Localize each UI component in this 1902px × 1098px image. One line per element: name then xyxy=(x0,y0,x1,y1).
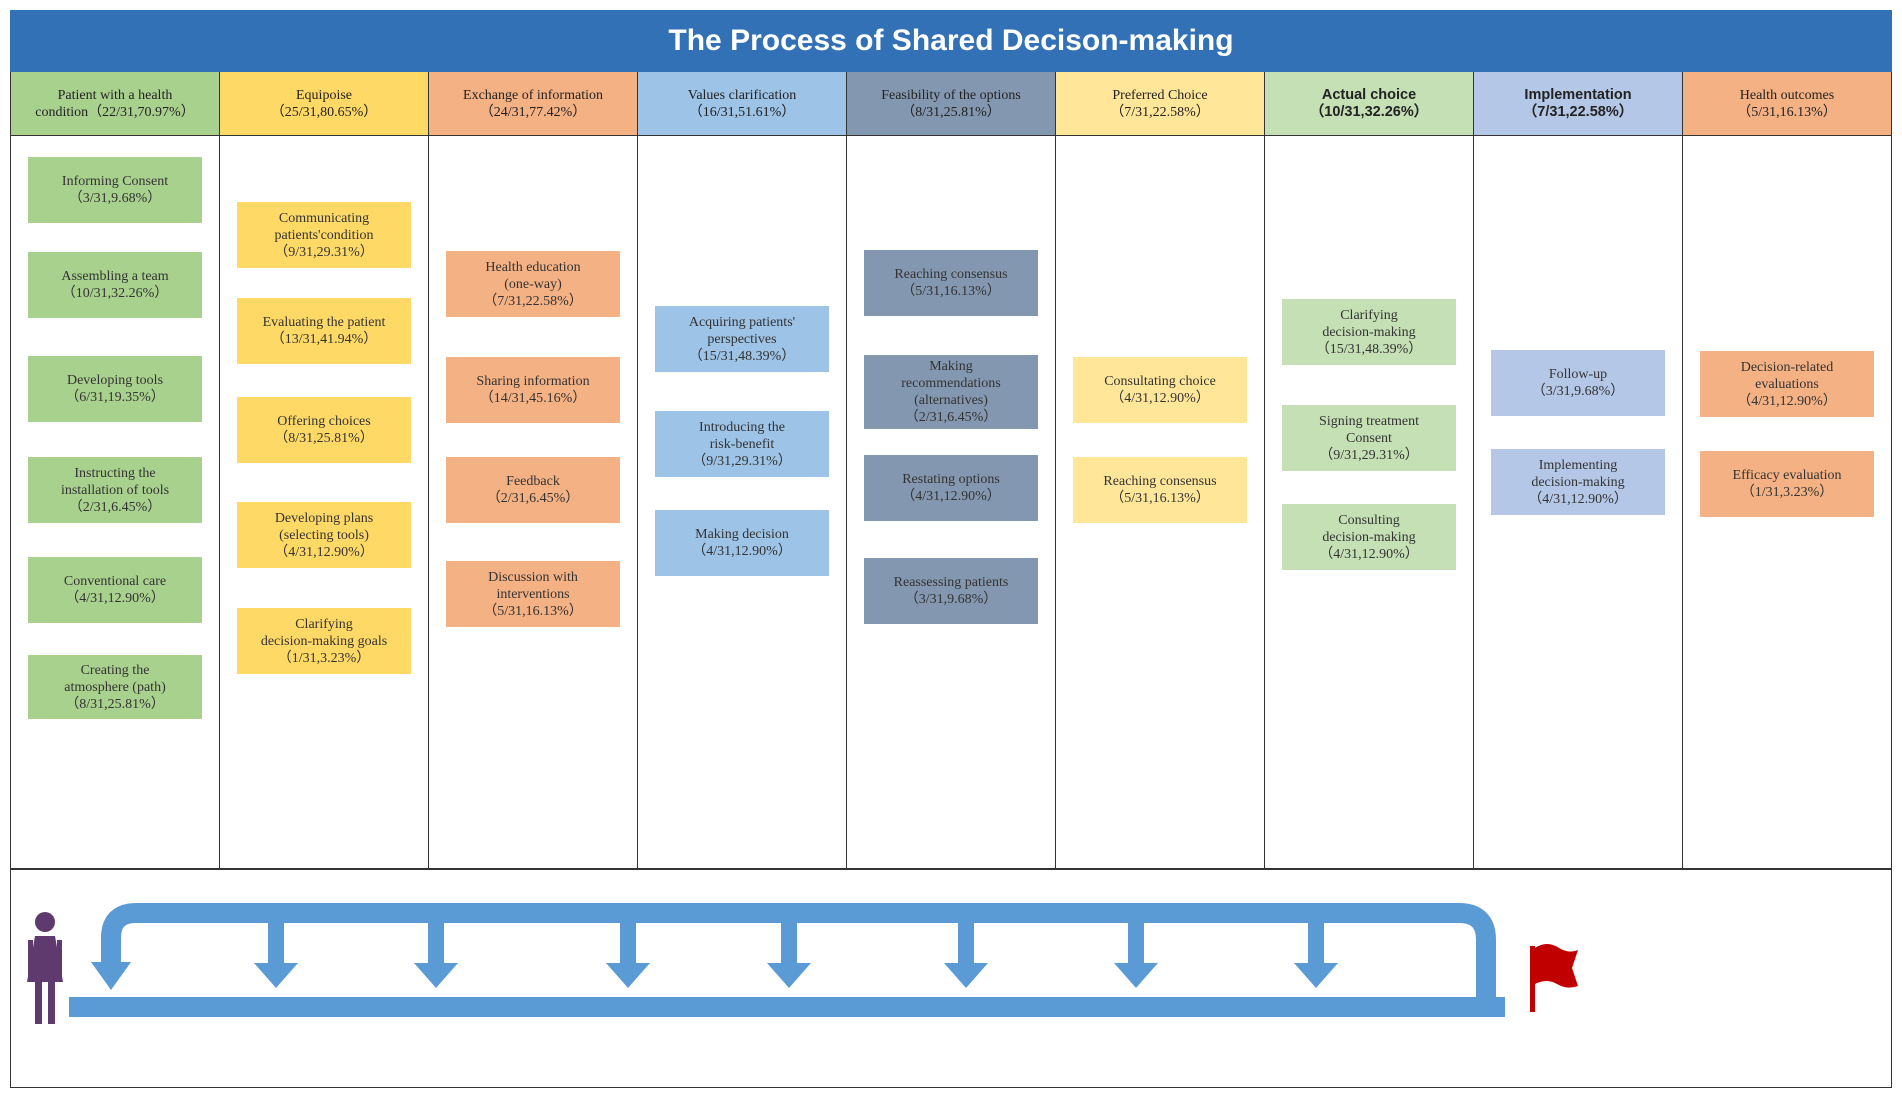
down-arrow-shaft xyxy=(781,923,797,965)
flow-graphic xyxy=(27,903,1578,1024)
stage-item-box: Reassessing patients （3/31,9.68%） xyxy=(864,558,1038,624)
down-arrow-head xyxy=(944,963,988,988)
stage-column: Implementation （7/31,22.58%）Follow-up （3… xyxy=(1474,72,1683,868)
stage-item-box: Reaching consensus （5/31,16.13%） xyxy=(1073,457,1247,523)
stage-item-box: Clarifying decision-making goals （1/31,3… xyxy=(237,608,411,674)
down-arrow-shaft xyxy=(268,923,284,965)
stage-column: Equipoise （25/31,80.65%） Communicating pa… xyxy=(220,72,429,868)
person-leg-icon xyxy=(48,978,55,1024)
person-arm-icon xyxy=(57,940,62,976)
person-arm-icon xyxy=(28,940,33,976)
flag-pole-icon xyxy=(1530,946,1535,1012)
stage-body: Informing Consent （3/31,9.68%） Assembling… xyxy=(11,136,219,869)
stage-item-box: Signing treatment Consent （9/31,29.31%） xyxy=(1282,405,1456,471)
bottom-flow-bar xyxy=(69,997,1505,1017)
stage-column: Actual choice （10/31,32.26%） Clarifying d… xyxy=(1265,72,1474,868)
stage-item-box: Making recommendations (alternatives) （2… xyxy=(864,355,1038,429)
stage-header: Values clarification （16/31,51.61%） xyxy=(638,72,846,136)
stage-item-box: Assembling a team （10/31,32.26%） xyxy=(28,252,202,318)
stage-column: Patient with a health condition（22/31,70… xyxy=(11,72,220,868)
stage-item-box: Acquiring patients' perspectives （15/31,… xyxy=(655,306,829,372)
person-body-icon xyxy=(27,936,63,982)
down-arrow-shaft xyxy=(958,923,974,965)
stage-item-box: Reaching consensus （5/31,16.13%） xyxy=(864,250,1038,316)
stage-column: Feasibility of the options （8/31,25.81%）… xyxy=(847,72,1056,868)
stage-header: Preferred Choice （7/31,22.58%） xyxy=(1056,72,1264,136)
stage-item-box: Decision-related evaluations （4/31,12.90… xyxy=(1700,351,1874,417)
loop-arrowhead xyxy=(91,962,131,990)
stage-columns: Patient with a health condition（22/31,70… xyxy=(10,72,1892,870)
person-leg-icon xyxy=(35,978,42,1024)
down-arrow-head xyxy=(1294,963,1338,988)
stage-body: Acquiring patients' perspectives （15/31,… xyxy=(638,136,846,869)
stage-item-box: Health education (one-way) （7/31,22.58%） xyxy=(446,251,620,317)
down-arrow-head xyxy=(606,963,650,988)
person-head-icon xyxy=(35,912,55,932)
stage-item-box: Efficacy evaluation （1/31,3.23%） xyxy=(1700,451,1874,517)
stage-item-box: Implementing decision-making （4/31,12.90… xyxy=(1491,449,1665,515)
stage-item-box: Consultating choice （4/31,12.90%） xyxy=(1073,357,1247,423)
stage-body: Decision-related evaluations （4/31,12.90… xyxy=(1683,136,1891,869)
stage-item-box: Evaluating the patient （13/31,41.94%） xyxy=(237,298,411,364)
down-arrow-shaft xyxy=(1128,923,1144,965)
stage-item-box: Creating the atmosphere (path) （8/31,25.… xyxy=(28,655,202,719)
stage-item-box: Instructing the installation of tools （2… xyxy=(28,457,202,523)
stage-header: Equipoise （25/31,80.65%） xyxy=(220,72,428,136)
stage-column: Health outcomes （5/31,16.13%） Decision-re… xyxy=(1683,72,1892,868)
stage-header: Exchange of information （24/31,77.42%） xyxy=(429,72,637,136)
down-arrow-head xyxy=(767,963,811,988)
stage-item-box: Communicating patients'condition （9/31,2… xyxy=(237,202,411,268)
stage-header: Actual choice （10/31,32.26%） xyxy=(1265,72,1473,136)
flag-icon xyxy=(1535,944,1578,988)
stage-body: Health education (one-way) （7/31,22.58%）… xyxy=(429,136,637,869)
stage-item-box: Sharing information （14/31,45.16%） xyxy=(446,357,620,423)
stage-item-box: Informing Consent （3/31,9.68%） xyxy=(28,157,202,223)
stage-header: Feasibility of the options （8/31,25.81%） xyxy=(847,72,1055,136)
down-arrow-shaft xyxy=(428,923,444,965)
down-arrow-head xyxy=(414,963,458,988)
stage-body: Communicating patients'condition （9/31,2… xyxy=(220,136,428,869)
diagram-frame: The Process of Shared Decison-making Pat… xyxy=(10,10,1892,1088)
stage-body: Follow-up （3/31,9.68%） Implementing decis… xyxy=(1474,136,1682,869)
stage-body: Consultating choice （4/31,12.90%） Reachin… xyxy=(1056,136,1264,869)
stage-column: Preferred Choice （7/31,22.58%）Consultati… xyxy=(1056,72,1265,868)
stage-item-box: Offering choices （8/31,25.81%） xyxy=(237,397,411,463)
down-arrow-shaft xyxy=(1308,923,1324,965)
feedback-loop-arrow xyxy=(101,903,1496,997)
stage-item-box: Follow-up （3/31,9.68%） xyxy=(1491,350,1665,416)
stage-item-box: Clarifying decision-making （15/31,48.39%… xyxy=(1282,299,1456,365)
stage-item-box: Restating options （4/31,12.90%） xyxy=(864,455,1038,521)
down-arrow-head xyxy=(254,963,298,988)
stage-item-box: Feedback （2/31,6.45%） xyxy=(446,457,620,523)
stage-column: Exchange of information （24/31,77.42%）He… xyxy=(429,72,638,868)
diagram-title: The Process of Shared Decison-making xyxy=(10,10,1892,72)
stage-header: Implementation （7/31,22.58%） xyxy=(1474,72,1682,136)
down-arrow-head xyxy=(1114,963,1158,988)
stage-body: Reaching consensus （5/31,16.13%） Making r… xyxy=(847,136,1055,869)
stage-item-box: Making decision （4/31,12.90%） xyxy=(655,510,829,576)
stage-item-box: Developing plans (selecting tools) （4/31… xyxy=(237,502,411,568)
stage-item-box: Conventional care （4/31,12.90%） xyxy=(28,557,202,623)
process-flow xyxy=(10,870,1892,1088)
stage-column: Values clarification （16/31,51.61%） Acqui… xyxy=(638,72,847,868)
stage-item-box: Developing tools （6/31,19.35%） xyxy=(28,356,202,422)
stage-item-box: Discussion with interventions （5/31,16.1… xyxy=(446,561,620,627)
stage-item-box: Introducing the risk-benefit （9/31,29.31… xyxy=(655,411,829,477)
stage-item-box: Consulting decision-making （4/31,12.90%） xyxy=(1282,504,1456,570)
stage-header: Health outcomes （5/31,16.13%） xyxy=(1683,72,1891,136)
stage-header: Patient with a health condition（22/31,70… xyxy=(11,72,219,136)
stage-body: Clarifying decision-making （15/31,48.39%… xyxy=(1265,136,1473,869)
down-arrow-shaft xyxy=(620,923,636,965)
